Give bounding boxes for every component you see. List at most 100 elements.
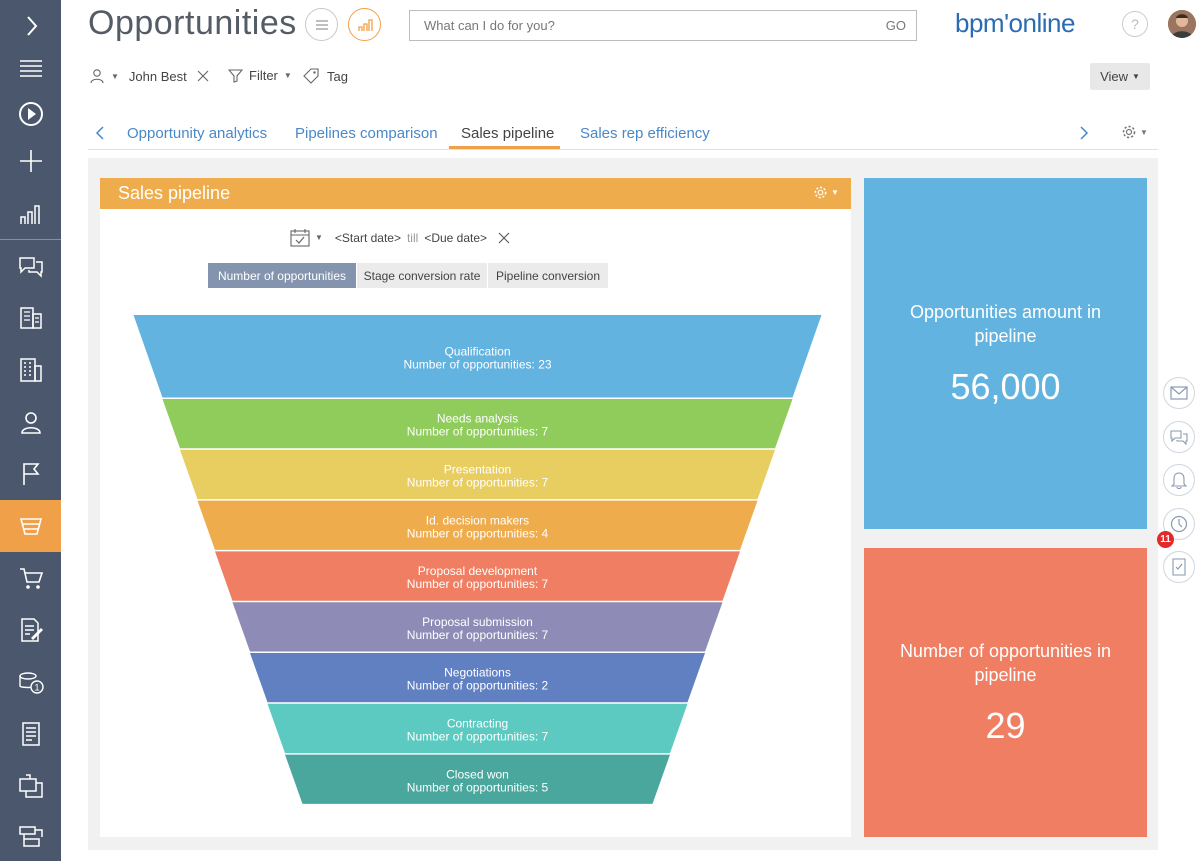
kpi-value: 29	[985, 704, 1026, 746]
caret-down-icon: ▼	[283, 71, 292, 80]
invoices-button[interactable]: 1	[0, 656, 61, 708]
chevron-left-icon	[95, 126, 104, 140]
menu-button[interactable]	[0, 42, 61, 94]
svg-text:1: 1	[34, 683, 39, 693]
view-button[interactable]: View ▼	[1090, 63, 1150, 90]
tabs-prev-button[interactable]	[95, 125, 105, 146]
feed-button[interactable]	[0, 240, 61, 292]
caret-down-icon: ▼	[1132, 72, 1140, 81]
caret-down-icon: ▼	[315, 233, 323, 242]
search-input[interactable]	[410, 11, 850, 40]
envelope-icon	[1170, 386, 1188, 400]
tabs-divider	[88, 149, 1158, 150]
kpi-value: 56,000	[950, 365, 1061, 407]
opportunities-button[interactable]	[0, 500, 61, 552]
document-edit-icon	[20, 618, 43, 642]
dashboards-button[interactable]	[0, 188, 61, 240]
page-title: Opportunities	[88, 4, 297, 42]
tabs-next-button[interactable]	[1079, 125, 1089, 146]
analytics-view-button[interactable]	[348, 8, 381, 41]
calendar-check-icon	[290, 229, 310, 247]
process-button[interactable]	[0, 88, 61, 140]
caret-down-icon: ▼	[831, 188, 839, 197]
active-tab-indicator	[449, 146, 560, 149]
orders-button[interactable]	[0, 552, 61, 604]
products-button[interactable]	[0, 760, 61, 812]
due-date-value[interactable]: <Due date>	[424, 230, 488, 245]
notifications-button[interactable]	[1163, 464, 1195, 496]
email-button[interactable]	[1163, 377, 1195, 409]
caret-down-icon: ▼	[111, 71, 119, 81]
tabs-settings-button[interactable]: ▼	[1121, 124, 1148, 140]
kpi-number-of-opportunities: Number of opportunities in pipeline 29	[864, 548, 1147, 837]
filter-label: Filter	[249, 68, 278, 83]
documents-button[interactable]	[0, 708, 61, 760]
plus-icon	[19, 150, 42, 172]
kpi-label: Opportunities amount in pipeline	[909, 301, 1102, 346]
filter-icon	[228, 69, 243, 83]
bar-chart-icon	[357, 18, 373, 31]
till-label: till	[406, 230, 419, 245]
mode-stage-conversion-rate[interactable]: Stage conversion rate	[357, 263, 487, 288]
left-navigation-rail: 1	[0, 0, 61, 861]
list-view-button[interactable]	[305, 8, 338, 41]
tab-opportunity-analytics[interactable]: Opportunity analytics	[127, 125, 268, 142]
kpi-label: Number of opportunities in pipeline	[899, 640, 1112, 685]
stacked-forms-icon	[18, 826, 43, 847]
help-button[interactable]: ?	[1122, 11, 1148, 37]
tasks-button[interactable]	[1163, 551, 1195, 583]
view-label: View	[1100, 69, 1129, 84]
search-go-button[interactable]: GO	[885, 18, 906, 33]
tab-sales-rep-efficiency[interactable]: Sales rep efficiency	[580, 125, 710, 142]
feed-panel-button[interactable]	[1163, 421, 1195, 453]
accounts-button[interactable]	[0, 344, 61, 396]
clear-dates-icon[interactable]	[498, 232, 510, 244]
mode-pipeline-conversion[interactable]: Pipeline conversion	[488, 263, 608, 288]
mode-number-of-opportunities[interactable]: Number of opportunities	[208, 263, 356, 288]
tab-pipelines-comparison[interactable]: Pipelines comparison	[295, 125, 438, 142]
tag-label: Tag	[327, 68, 348, 84]
building-icon	[19, 358, 42, 382]
command-search: GO	[409, 10, 917, 41]
chat-bubbles-icon	[18, 257, 43, 278]
gear-icon	[1122, 125, 1136, 139]
coins-icon: 1	[18, 672, 44, 694]
user-avatar[interactable]	[1168, 10, 1196, 38]
products-icon	[18, 774, 43, 798]
person-icon	[90, 69, 104, 84]
start-date-value[interactable]: <Start date>	[334, 230, 401, 245]
owner-filter[interactable]: ▼ John Best	[89, 68, 209, 84]
chevron-right-icon	[1080, 126, 1089, 140]
bell-icon	[1171, 472, 1187, 489]
filter-button[interactable]: Filter ▼	[228, 68, 292, 83]
org-chart-icon	[19, 307, 42, 329]
list-icon	[315, 19, 328, 30]
contacts-button[interactable]	[0, 396, 61, 448]
contacts-accounts-button[interactable]	[0, 292, 61, 344]
tab-sales-pipeline[interactable]: Sales pipeline	[461, 125, 555, 142]
date-range-filter: ▼ <Start date> till <Due date>	[290, 228, 510, 247]
widget-settings-button[interactable]: ▼	[813, 185, 839, 200]
widget-header: Sales pipeline ▼	[100, 178, 851, 209]
hamburger-icon	[19, 60, 42, 77]
owner-filter-label: John Best	[128, 68, 187, 84]
play-icon	[18, 102, 43, 126]
kpi-opportunities-amount: Opportunities amount in pipeline 56,000	[864, 178, 1147, 529]
date-picker-button[interactable]: ▼	[290, 228, 323, 247]
widget-title: Sales pipeline	[118, 183, 231, 203]
leads-button[interactable]	[0, 448, 61, 500]
tag-button[interactable]: Tag	[303, 68, 348, 84]
contracts-button[interactable]	[0, 604, 61, 656]
reminders-count-badge: 11	[1157, 531, 1174, 548]
bar-chart-icon	[19, 204, 40, 224]
add-button[interactable]	[0, 135, 61, 187]
funnel-icon	[19, 518, 42, 535]
person-icon	[20, 412, 41, 434]
remove-owner-filter-icon[interactable]	[197, 70, 209, 82]
bpmonline-logo: bpm'online	[955, 8, 1075, 38]
chat-bubbles-icon	[1170, 430, 1188, 445]
reports-button[interactable]	[0, 810, 61, 862]
chevron-right-icon	[26, 16, 37, 36]
collapse-rail-button[interactable]	[0, 0, 61, 52]
document-icon	[21, 722, 40, 746]
